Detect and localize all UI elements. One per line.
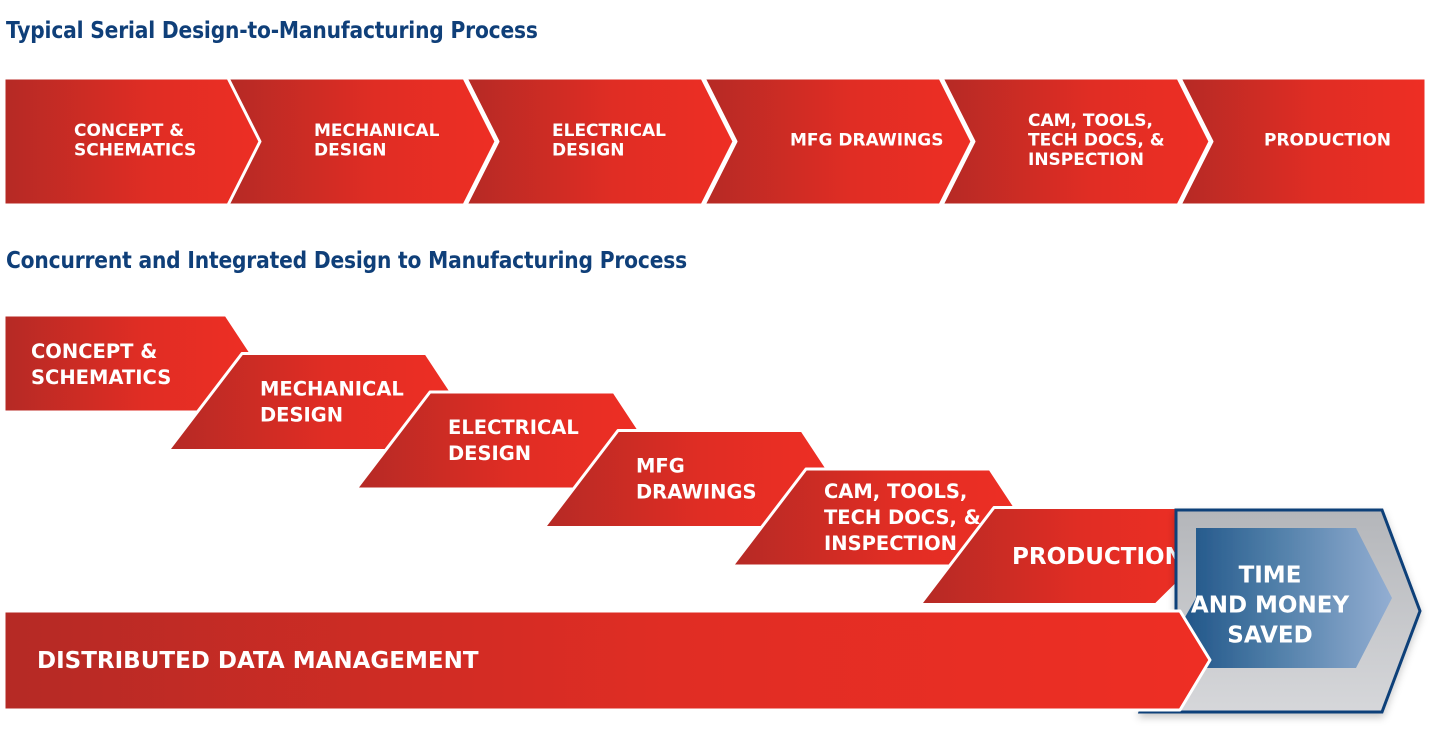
serial-step-label: CONCEPT &SCHEMATICS <box>74 121 196 161</box>
foundation-shape <box>2 609 1212 712</box>
serial-step: CONCEPT &SCHEMATICS <box>2 76 274 207</box>
serial-step: CAM, TOOLS,TECH DOCS, &INSPECTION <box>940 76 1212 207</box>
concurrent-step-label-line: TECH DOCS, & <box>824 506 981 529</box>
concurrent-step-label-line: DESIGN <box>448 442 531 465</box>
outcome-inner <box>1156 528 1392 668</box>
serial-step-label-line: SCHEMATICS <box>74 140 196 160</box>
serial-step-label-line: INSPECTION <box>1028 150 1144 170</box>
concurrent-step: ELECTRICAL DESIGN <box>354 390 646 491</box>
concurrent-step-label: ELECTRICAL DESIGN <box>448 416 579 465</box>
serial-step-label-line: ELECTRICAL <box>552 121 666 141</box>
serial-chevron-shape <box>940 76 1212 207</box>
serial-step-label-line: MFG DRAWINGS <box>790 131 944 151</box>
serial-step-label-line: DESIGN <box>314 140 386 160</box>
concurrent-step: CAM, TOOLS, TECH DOCS, & INSPECTION <box>730 467 1022 568</box>
concurrent-step: MFG DRAWINGS <box>542 429 834 529</box>
serial-step-label: CAM, TOOLS,TECH DOCS, &INSPECTION <box>1028 111 1165 170</box>
serial-process-title: Typical Serial Design-to-Manufacturing P… <box>6 18 538 44</box>
serial-step-label-line: CAM, TOOLS, <box>1028 111 1153 131</box>
concurrent-step-label-line: DESIGN <box>260 404 343 427</box>
concurrent-step: PRODUCTION <box>918 506 1210 606</box>
concurrent-step-label: CONCEPT & SCHEMATICS <box>31 340 171 389</box>
concurrent-step-label: PRODUCTION <box>1012 544 1184 570</box>
serial-step-label-line: MECHANICAL <box>314 121 440 141</box>
serial-step-label: MFG DRAWINGS <box>790 131 944 151</box>
serial-chevron-shape <box>226 76 498 207</box>
concurrent-step-label-line: ELECTRICAL <box>448 416 579 439</box>
concurrent-step: CONCEPT & SCHEMATICS <box>2 313 258 414</box>
concurrent-step-label-line: CAM, TOOLS, <box>824 480 967 503</box>
concurrent-step-label: MFG DRAWINGS <box>636 455 757 504</box>
concurrent-step-label-line: DRAWINGS <box>636 481 757 504</box>
concurrent-step-label-line: INSPECTION <box>824 532 957 555</box>
serial-step: MFG DRAWINGS <box>702 76 974 207</box>
concurrent-step-label-line: MECHANICAL <box>260 378 404 401</box>
foundation-row: TIME AND MONEY SAVED DISTRIBUTED DATA MANAG… <box>2 508 1422 714</box>
concurrent-step-label: CAM, TOOLS, TECH DOCS, & INSPECTION <box>824 480 981 555</box>
concurrent-step: MECHANICAL DESIGN <box>166 352 458 452</box>
concurrent-step-label: MECHANICAL DESIGN <box>260 378 404 427</box>
concurrent-process-title: Concurrent and Integrated Design to Manu… <box>6 248 688 274</box>
concurrent-step-label-line: CONCEPT & <box>31 340 157 363</box>
outcome-label-line: TIME <box>1239 562 1302 588</box>
distributed-data-management-bar: DISTRIBUTED DATA MANAGEMENT <box>2 609 1212 712</box>
serial-chevron-shape <box>1178 76 1428 207</box>
concurrent-step-label-line: SCHEMATICS <box>31 366 171 389</box>
serial-step-label-line: CONCEPT & <box>74 121 184 141</box>
concurrent-step-label-line: MFG <box>636 455 685 478</box>
serial-step-label-line: PRODUCTION <box>1264 131 1391 151</box>
serial-step-label: PRODUCTION <box>1264 131 1391 151</box>
outcome-label-line: SAVED <box>1227 622 1312 648</box>
serial-step: PRODUCTION <box>1178 76 1428 207</box>
foundation-label: DISTRIBUTED DATA MANAGEMENT <box>37 648 479 674</box>
serial-chevron-shape <box>702 76 974 207</box>
outcome-label: TIME AND MONEY SAVED <box>1191 562 1350 648</box>
serial-step-label-line: TECH DOCS, & <box>1028 131 1165 151</box>
outcome-label-line: AND MONEY <box>1191 592 1350 618</box>
serial-chevron-shape <box>464 76 736 207</box>
concurrent-step-label-line: PRODUCTION <box>1012 544 1184 570</box>
serial-step-label-line: DESIGN <box>552 140 624 160</box>
